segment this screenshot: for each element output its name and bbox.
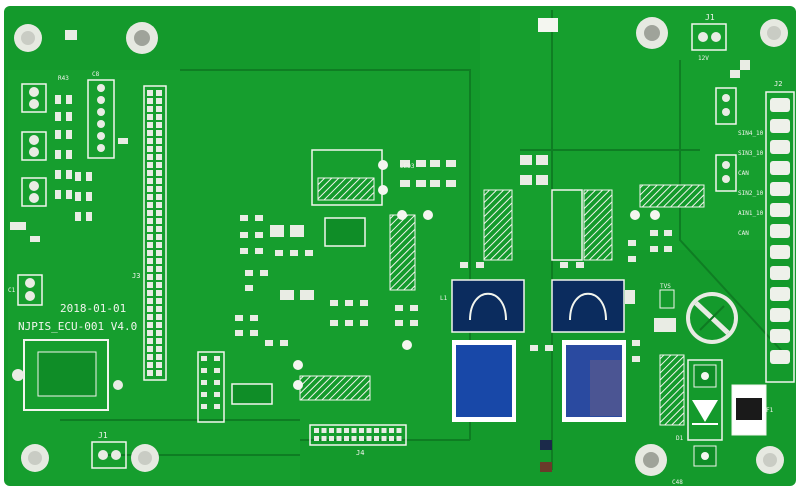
connector-pin-label: SIN3_10 xyxy=(738,150,764,157)
label-j4: J4 xyxy=(356,449,364,457)
label-f1: F1 xyxy=(766,407,774,414)
label-12v: 12V xyxy=(698,55,709,62)
pin-header-icon xyxy=(17,23,727,469)
mounting-hole-icon xyxy=(14,17,788,476)
label-c48: C48 xyxy=(672,479,683,486)
label-tvs: TVS xyxy=(660,283,671,290)
connector-pin-label: SIN2_10 xyxy=(738,190,764,197)
board-name: NJPIS_ECU-001 V4.0 xyxy=(18,320,137,333)
connector-pin-label: CAN xyxy=(738,170,749,177)
pin-header-icon xyxy=(143,85,167,381)
power-inductor-icon xyxy=(451,279,626,422)
label-l1: L1 xyxy=(440,295,448,302)
connector-pin-label: SIN4_10 xyxy=(738,130,764,137)
label-j2: J2 xyxy=(774,80,782,88)
label-j1-top: J1 xyxy=(705,13,715,22)
connector-pin-label: AIN1_10 xyxy=(738,210,764,217)
electrolytic-capacitor-icon xyxy=(686,292,738,344)
label-r43: R43 xyxy=(58,75,69,82)
label-d1: D1 xyxy=(676,435,684,442)
label-led3: LED3 xyxy=(400,163,415,170)
diode-icon xyxy=(687,359,723,467)
board-date: 2018-01-01 xyxy=(60,302,126,315)
label-c1: C1 xyxy=(8,287,16,294)
label-j1-bottom: J1 xyxy=(98,431,108,440)
label-j3: J3 xyxy=(132,272,140,280)
label-c8: C8 xyxy=(92,71,100,78)
connector-pin-label: CAN xyxy=(738,230,749,237)
